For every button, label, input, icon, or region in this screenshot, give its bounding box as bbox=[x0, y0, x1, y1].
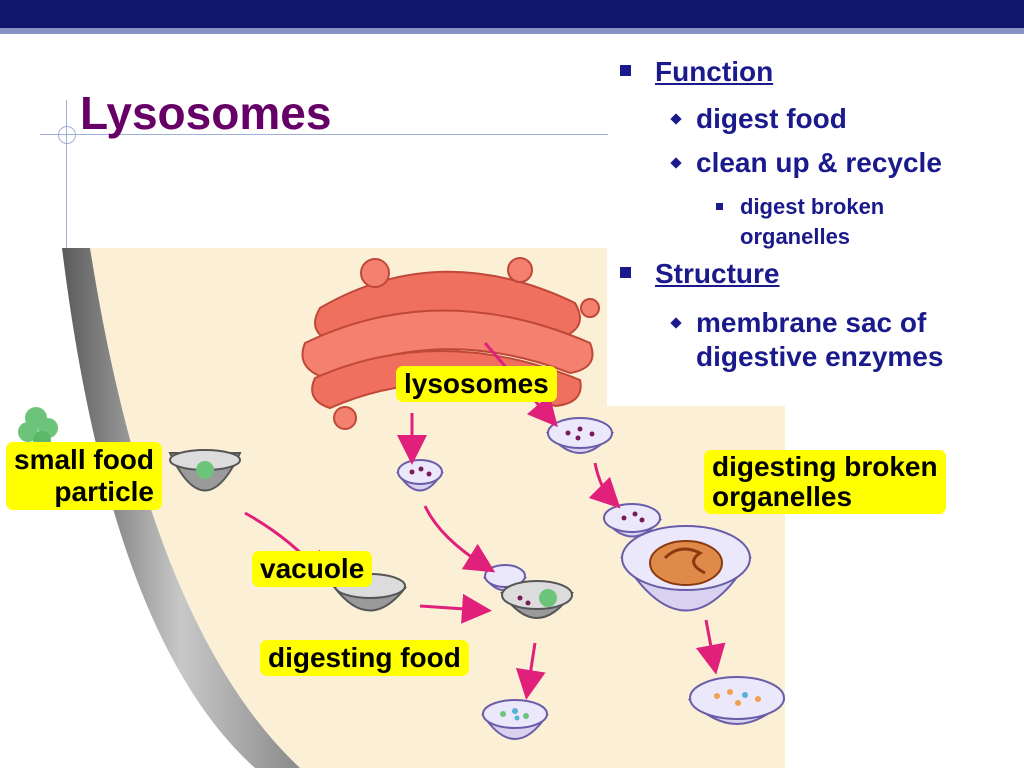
lysosome-digesting-organelle bbox=[602, 503, 752, 612]
digesting-food-vesicle bbox=[481, 699, 549, 740]
cell-membrane bbox=[62, 248, 300, 768]
label-digesting-broken-organelles: digesting broken organelles bbox=[704, 450, 946, 514]
label-lysosomes: lysosomes bbox=[396, 366, 557, 402]
title-guide-line bbox=[40, 134, 608, 135]
golgi-apparatus bbox=[301, 257, 600, 430]
function-heading: Function bbox=[655, 56, 774, 87]
top-bar-accent bbox=[0, 28, 1024, 34]
bullet-text: digest food bbox=[696, 103, 847, 134]
slide-title: Lysosomes bbox=[80, 87, 332, 139]
title-guide-circle bbox=[58, 126, 76, 144]
food-vacuole-forming bbox=[168, 449, 242, 492]
label-line: particle bbox=[54, 476, 155, 507]
lysosome-fusing-vacuole bbox=[482, 564, 574, 619]
label-vacuole: vacuole bbox=[252, 551, 373, 587]
bullet-text: clean up & recycle bbox=[696, 147, 942, 178]
food-particle-outside bbox=[18, 407, 58, 449]
vacuole bbox=[332, 573, 408, 612]
label-line: organelles bbox=[712, 481, 853, 512]
cytoplasm bbox=[90, 248, 785, 768]
title-guide-vertical bbox=[66, 100, 67, 250]
bullet-text: membrane sac of digestive enzymes bbox=[696, 307, 944, 372]
square-bullet-icon bbox=[716, 203, 723, 210]
label-line: small food bbox=[14, 444, 155, 475]
lysosome-right bbox=[545, 417, 615, 454]
top-bar bbox=[0, 0, 1024, 28]
diamond-bullet-icon bbox=[670, 113, 682, 125]
lysosome-diagram bbox=[18, 248, 785, 768]
label-small-food-particle: small food particle bbox=[6, 442, 163, 510]
diamond-bullet-icon bbox=[670, 157, 682, 169]
structure-heading: Structure bbox=[655, 258, 780, 289]
bullet-text: digest broken organelles bbox=[740, 194, 885, 249]
square-bullet-icon bbox=[620, 267, 631, 278]
square-bullet-icon bbox=[620, 65, 631, 76]
label-digesting-food: digesting food bbox=[260, 640, 469, 676]
recycled-material-vesicle bbox=[687, 676, 785, 725]
label-line: digesting broken bbox=[712, 451, 938, 482]
